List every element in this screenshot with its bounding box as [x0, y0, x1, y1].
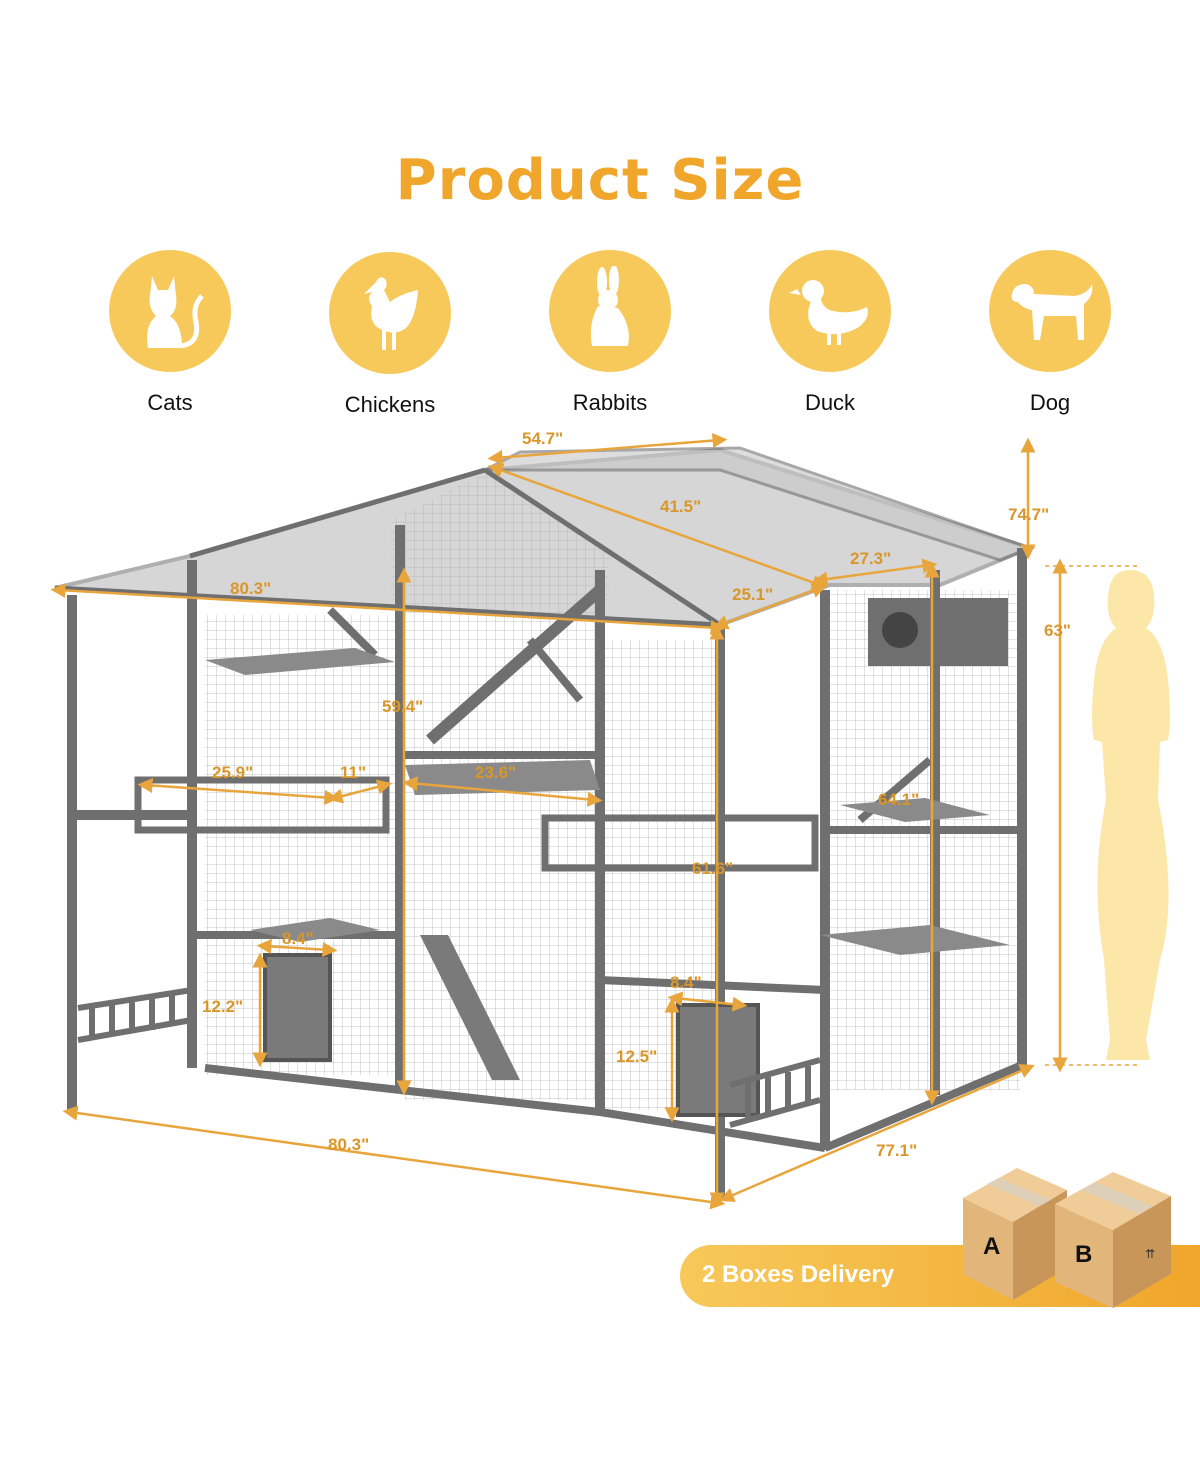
animal-label-cats: Cats	[147, 390, 193, 415]
dog-circle	[989, 250, 1111, 372]
dim-door-left-width: 8.4"	[282, 929, 314, 948]
dim-roof-width: 54.7"	[522, 429, 563, 448]
dim-front-roof: 80.3"	[230, 579, 271, 598]
animal-label-rabbits: Rabbits	[572, 390, 648, 415]
page-title: Product Size	[395, 148, 805, 213]
dim-door-left-height: 12.2"	[202, 997, 243, 1016]
box-b: B ⇈	[1055, 1172, 1171, 1308]
dim-person-height: 63"	[1044, 621, 1071, 640]
animal-label-dog: Dog	[1029, 390, 1071, 415]
this-side-up-icon: ⇈	[1145, 1247, 1155, 1261]
box-a-label: A	[983, 1233, 1000, 1260]
animal-rabbits: Rabbits	[530, 250, 690, 416]
dim-front-height: 61.6"	[692, 859, 733, 878]
dim-roof-slope: 41.5"	[660, 497, 701, 516]
dim-base-length: 80.3"	[328, 1135, 369, 1154]
cat-circle	[109, 250, 231, 372]
box-b-label: B	[1075, 1241, 1092, 1268]
dim-door-right-width: 8.4"	[670, 973, 702, 992]
dog-icon	[1011, 284, 1093, 340]
dimension-labels: 54.7" 41.5" 74.7" 27.3" 25.1" 80.3" 63" …	[202, 429, 1071, 1160]
chicken-circle	[329, 252, 451, 374]
dim-total-height: 74.7"	[1008, 505, 1049, 524]
dim-door-right-height: 12.5"	[616, 1047, 657, 1066]
animal-label-chickens: Chickens	[344, 392, 436, 417]
duck-circle	[769, 250, 891, 372]
box-a: A	[963, 1168, 1067, 1300]
animal-chickens: Chickens	[310, 252, 470, 418]
dimension-lines	[50, 433, 1068, 1210]
animal-duck: Duck	[750, 250, 910, 416]
dim-side-roof: 27.3"	[850, 549, 891, 568]
dim-base-depth: 77.1"	[876, 1141, 917, 1160]
dim-side-height: 64.1"	[878, 790, 919, 809]
dim-shelf-small: 11"	[340, 763, 366, 782]
chicken-icon	[364, 277, 418, 350]
dim-shelf-mid: 23.6"	[475, 763, 516, 782]
dim-shelf-left: 25.9"	[212, 763, 253, 782]
person-silhouette	[1092, 570, 1170, 1060]
dim-side-inner: 25.1"	[732, 585, 773, 604]
rabbit-icon	[590, 266, 629, 346]
animal-cats: Cats	[90, 250, 250, 416]
rabbit-circle	[549, 250, 671, 372]
cat-icon	[147, 276, 204, 349]
delivery-text: 2 Boxes Delivery	[702, 1261, 895, 1288]
animal-dog: Dog	[970, 250, 1130, 416]
duck-icon	[789, 280, 868, 345]
dim-inner-height: 59.4"	[382, 697, 423, 716]
animal-label-duck: Duck	[804, 390, 856, 415]
shipping-boxes: A B ⇈	[963, 1168, 1171, 1308]
